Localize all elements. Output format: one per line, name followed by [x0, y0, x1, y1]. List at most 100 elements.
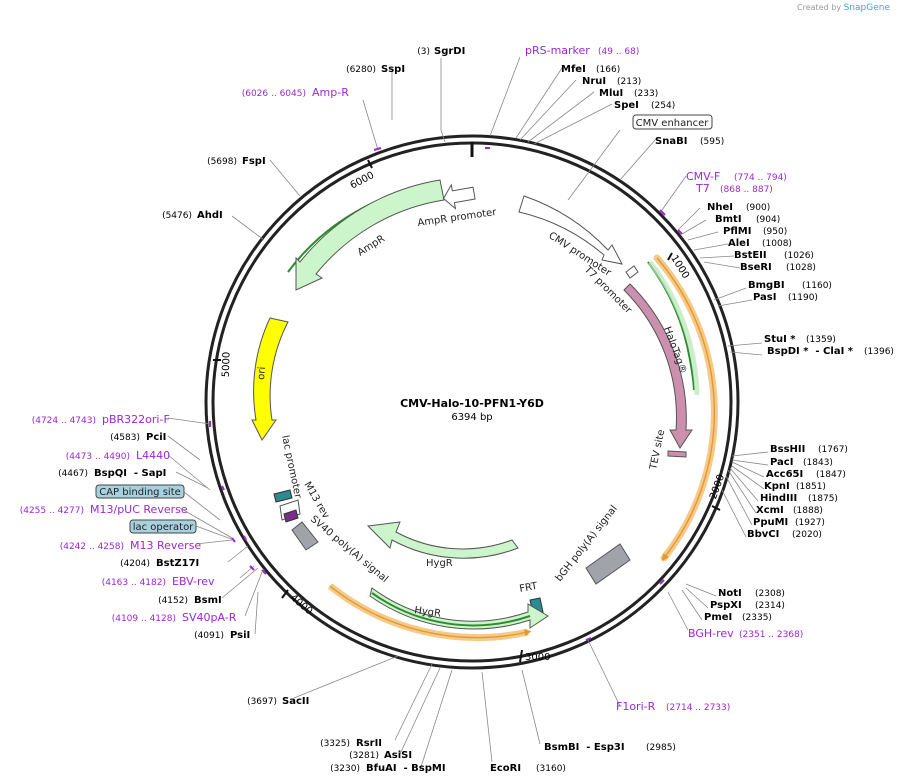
enzyme-noti: NotI (2308): [718, 588, 785, 599]
enzyme-pspxi: PspXI (2314): [710, 600, 785, 611]
enzyme-name: MluI: [599, 88, 623, 99]
enzyme-bstz17i: (4204) BstZ17I: [120, 558, 199, 569]
feature-label-tev-site: TEV site: [648, 429, 667, 472]
enzyme-name: NotI: [718, 588, 742, 599]
primer-name: T7: [695, 182, 710, 195]
primer-f1ori-r: F1ori-R (2714 .. 2733): [616, 700, 730, 713]
enzyme-name: SgrDI: [434, 46, 465, 57]
enzyme-pos: (5698): [207, 157, 237, 167]
backbone-outer: [204, 134, 740, 670]
primer-name: EBV-rev: [172, 575, 215, 588]
enzyme-name: BfuAI - BspMI: [366, 763, 446, 774]
enzyme-bsmbi-esp3i: BsmBI - Esp3I (2985): [544, 742, 676, 753]
enzyme-pos: (1851): [796, 482, 826, 492]
enzyme-acc65i: Acc65I (1847): [766, 469, 846, 480]
enzyme-pos: (2985): [646, 743, 676, 753]
primer-name: Amp-R: [312, 86, 349, 99]
primer-l4440: (4473 .. 4490) L4440: [66, 449, 170, 462]
enzyme-pcii: (4583) PciI: [110, 432, 166, 443]
enzyme-pos: (1026): [784, 251, 814, 261]
ruler-ticks: [213, 159, 721, 663]
enzyme-pos: (1190): [788, 293, 818, 303]
feature-cmv-promoter-shape: [518, 195, 623, 265]
enzyme-pos: (166): [596, 65, 620, 75]
enzyme-bspdi-clai: BspDI * - ClaI * (1396): [767, 346, 894, 357]
primer-range: (4109 .. 4128): [112, 614, 176, 624]
feature-tev-shape: [667, 450, 687, 458]
primer-range: (4242 .. 4258): [60, 542, 124, 552]
ruler-label: 3000: [525, 652, 550, 663]
enzyme-pos: (1028): [786, 263, 816, 273]
enzyme-kpni: KpnI (1851): [764, 481, 826, 492]
feature-bgh-shape: [585, 543, 631, 585]
enzyme-name: EcoRI: [490, 763, 521, 774]
enzyme-rsrii: (3325) RsrII: [320, 738, 382, 749]
enzyme-pos: (1847): [816, 470, 846, 480]
orf-hygr-arc-core: [329, 585, 532, 639]
primer-t7: T7 (868 .. 887): [695, 182, 773, 195]
enzyme-pos: (1396): [864, 347, 894, 357]
primer-range: (4163 .. 4182): [102, 578, 166, 588]
feature-label-hygr-upper: HygR: [426, 558, 453, 569]
enzyme-name: BstZ17I: [156, 558, 199, 569]
enzyme-pos: (5476): [162, 211, 192, 221]
enzyme-name: PacI: [770, 457, 793, 468]
map-length: 6394 bp: [451, 412, 492, 423]
feature-t7-promoter-shape: [625, 265, 639, 279]
enzyme-bsmi: (4152) BsmI: [158, 595, 222, 606]
enzyme-name: PasI: [753, 292, 776, 303]
enzyme-name: PciI: [146, 432, 166, 443]
feature-label-cap-binding-site: CAP binding site: [99, 487, 181, 498]
enzyme-name: PmeI: [704, 612, 732, 623]
primer-name: M13/pUC Reverse: [90, 503, 188, 516]
feature-hygr-lower-shape: [369, 587, 549, 630]
enzyme-snabi: SnaBI (595): [655, 136, 724, 147]
primer-range: (4724 .. 4743): [32, 416, 96, 426]
enzyme-pasi: PasI (1190): [753, 292, 818, 303]
enzyme-pos: (4204): [120, 559, 150, 569]
primer-name: F1ori-R: [616, 700, 656, 713]
primer-range: (2714 .. 2733): [666, 703, 730, 713]
enzyme-mfei: MfeI (166): [561, 64, 620, 75]
enzyme-name: BsmBI - Esp3I: [544, 742, 625, 753]
enzyme-alei: AleI (1008): [728, 238, 792, 249]
enzyme-name: KpnI: [764, 481, 790, 492]
enzyme-pos: (4583): [110, 433, 140, 443]
enzyme-bsshii: BssHII (1767): [770, 444, 848, 455]
enzyme-stui: StuI * (1359): [764, 334, 836, 345]
primer-name: pBR322ori-F: [102, 413, 170, 426]
enzyme-bfuai-bspmi: (3230) BfuAI - BspMI: [330, 763, 446, 774]
enzyme-pos: (4467): [58, 469, 88, 479]
primer-pbr322ori-f: (4724 .. 4743) pBR322ori-F: [32, 413, 170, 426]
primer-range: (4473 .. 4490): [66, 452, 130, 462]
enzyme-paci: PacI (1843): [770, 457, 833, 468]
feature-label-lac-operator: lac operator: [133, 522, 194, 533]
enzyme-bsteii: BstEII (1026): [734, 250, 814, 261]
enzyme-pos: (4152): [158, 596, 188, 606]
enzyme-pos: (3697): [247, 697, 277, 707]
enzyme-pos: (213): [617, 77, 641, 87]
enzyme-name: BseRI: [740, 262, 772, 273]
enzyme-pos: (1927): [795, 518, 825, 528]
enzyme-psii: (4091) PsiI: [194, 630, 250, 641]
primer-name: pRS-marker: [525, 44, 590, 57]
map-title: CMV-Halo-10-PFN1-Y6D: [400, 397, 544, 410]
primer-range: (774 .. 794): [734, 173, 787, 183]
enzyme-pos: (4091): [194, 631, 224, 641]
snapgene-logo: SnapGene: [843, 3, 890, 13]
feature-box-lac-operator: lac operator: [129, 519, 197, 534]
feature-label-ampr: AmpR: [356, 233, 387, 258]
primer-markers: [209, 147, 683, 641]
feature-label-cmv-enhancer: CMV enhancer: [636, 118, 710, 129]
enzyme-pos: (1843): [803, 458, 833, 468]
primer-name: L4440: [136, 449, 170, 462]
primer-amp-r: (6026 .. 6045) Amp-R: [242, 86, 349, 99]
primer-range: (4255 .. 4277): [20, 506, 84, 516]
orf-halo-arc-core: [656, 257, 716, 561]
enzyme-pos: (3): [417, 47, 430, 57]
feature-ori-shape: [251, 317, 289, 441]
enzyme-bspqi-sapi: (4467) BspQI - SapI: [58, 468, 166, 479]
feature-sv40-polya-shape: [291, 521, 319, 551]
enzyme-name: RsrII: [356, 738, 382, 749]
primer-sv40pa-r: (4109 .. 4128) SV40pA-R: [112, 611, 237, 624]
